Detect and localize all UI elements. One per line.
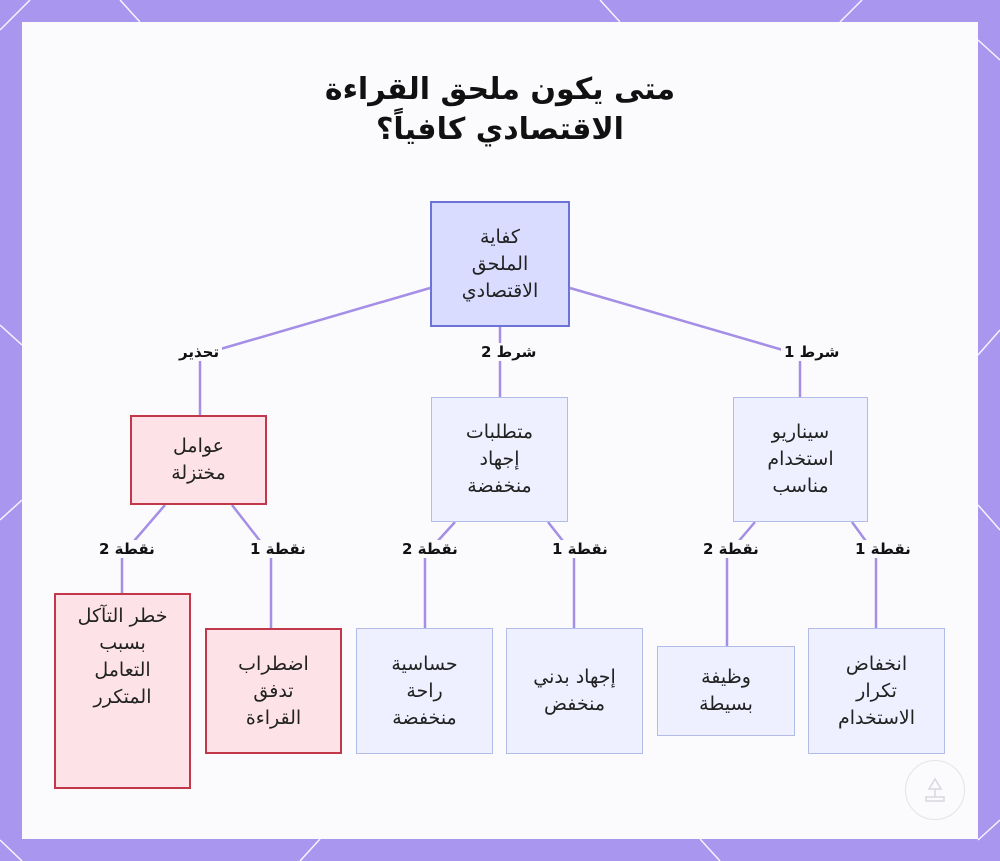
node-comfort-label: حساسية راحة منخفضة	[391, 652, 458, 729]
node-scenario-label: سيناريو استخدام مناسب	[767, 421, 834, 497]
lamp-glyph-icon	[925, 777, 945, 802]
edge-label-scenario-point1: نقطة 1	[852, 540, 914, 558]
edge-factors-flow	[231, 504, 273, 628]
node-scenario: سيناريو استخدام مناسب	[733, 397, 868, 522]
edge-label-warning: تحذير	[176, 343, 223, 361]
node-func: وظيفة بسيطة	[657, 646, 795, 736]
node-effort: متطلبات إجهاد منخفضة	[431, 397, 568, 522]
node-factors: عوامل مختزلة	[130, 415, 267, 505]
node-freq: انخفاض تكرار الاستخدام	[808, 628, 945, 754]
edge-label-cond2: شرط 2	[478, 343, 540, 361]
diagram-title: متى يكون ملحق القراءة الاقتصادي كافياً؟	[0, 70, 1000, 150]
edge-effort-physical	[547, 521, 576, 628]
edge-label-cond1: شرط 1	[781, 343, 843, 361]
title-line-2: الاقتصادي كافياً؟	[376, 112, 624, 147]
edge-label-effort-point2: نقطة 2	[399, 540, 461, 558]
edge-root-factors	[198, 286, 431, 415]
node-wear-label: خطر التآكل بسبب التعامل المتكرر	[77, 605, 168, 708]
edge-label-scenario-point2: نقطة 2	[700, 540, 762, 558]
edge-root-scenario	[569, 286, 802, 397]
node-root: كفاية الملحق الاقتصادي	[430, 201, 570, 327]
node-flow: اضطراب تدفق القراءة	[205, 628, 342, 754]
edge-label-factors-point1: نقطة 1	[247, 540, 309, 558]
node-physical-label: إجهاد بدني منخفض	[533, 666, 616, 715]
edge-label-effort-point1: نقطة 1	[549, 540, 611, 558]
edge-effort-comfort	[423, 521, 456, 628]
node-physical: إجهاد بدني منخفض	[506, 628, 643, 754]
node-factors-label: عوامل مختزلة	[171, 435, 226, 484]
edge-scenario-freq	[850, 521, 878, 628]
node-func-label: وظيفة بسيطة	[699, 666, 753, 715]
reading-lamp-icon	[905, 760, 965, 820]
node-comfort: حساسية راحة منخفضة	[356, 628, 493, 754]
title-line-1: متى يكون ملحق القراءة	[324, 72, 676, 107]
node-flow-label: اضطراب تدفق القراءة	[238, 652, 309, 729]
edge-label-factors-point2: نقطة 2	[96, 540, 158, 558]
node-wear: خطر التآكل بسبب التعامل المتكرر	[54, 593, 191, 789]
node-root-label: كفاية الملحق الاقتصادي	[461, 225, 539, 302]
node-freq-label: انخفاض تكرار الاستخدام	[837, 652, 916, 729]
node-effort-label: متطلبات إجهاد منخفضة	[465, 421, 534, 497]
